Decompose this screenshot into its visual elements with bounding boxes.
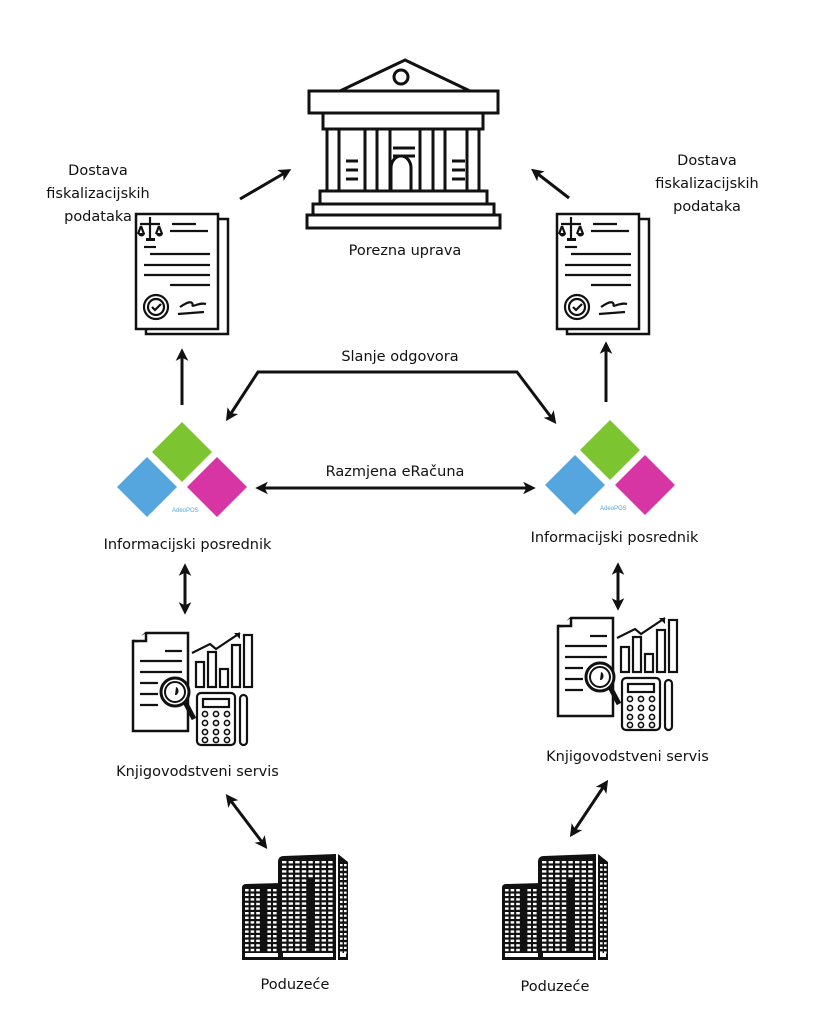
fiscal-data-label-right-line1: Dostava bbox=[677, 153, 737, 169]
legal-document-icon bbox=[134, 212, 230, 336]
arrow-right-doc-to-tax bbox=[531, 168, 570, 200]
tax-authority-label: Porezna uprava bbox=[348, 243, 462, 259]
government-building-icon bbox=[305, 58, 502, 230]
intermediary-right-label: Informacijski posrednik bbox=[530, 530, 699, 546]
diamond-blue bbox=[117, 457, 177, 517]
accounting-icon bbox=[556, 616, 679, 732]
adeopos-logo-icon: AdeoPOS bbox=[117, 422, 247, 517]
diamond-magenta bbox=[187, 457, 247, 517]
company-left-label: Poduzeće bbox=[260, 977, 330, 993]
intermediary-left-label: Informacijski posrednik bbox=[103, 537, 272, 553]
office-buildings-icon bbox=[502, 854, 608, 960]
accounting-icon bbox=[131, 631, 254, 747]
fiscal-data-label-left-line3: podataka bbox=[64, 209, 132, 225]
arrow-response-left bbox=[225, 371, 260, 422]
adeopos-logo-icon: AdeoPOS bbox=[545, 420, 675, 515]
diamond-green bbox=[152, 422, 212, 482]
arrow-left-doc-to-tax bbox=[239, 169, 292, 201]
fiscal-data-label-right-line3: podataka bbox=[673, 199, 741, 215]
office-buildings-icon bbox=[242, 854, 348, 960]
exchange-edge-label: Razmjena eRačuna bbox=[325, 464, 465, 480]
fiscal-data-label-right-line2: fiskalizacijskih bbox=[655, 176, 759, 192]
adeopos-logo-text: AdeoPOS bbox=[600, 506, 627, 512]
fiscal-data-label-left-line2: fiskalizacijskih bbox=[46, 186, 150, 202]
diamond-magenta bbox=[615, 455, 675, 515]
company-right-label: Poduzeće bbox=[520, 979, 590, 995]
fiscal-data-label-right: Dostava fiskalizacijskih podataka bbox=[652, 150, 762, 219]
legal-document-icon bbox=[555, 212, 651, 336]
fiscal-data-label-left-line1: Dostava bbox=[68, 163, 128, 179]
diamond-green bbox=[580, 420, 640, 480]
arrow-right-accounting-company bbox=[569, 779, 609, 838]
adeopos-logo-text: AdeoPOS bbox=[172, 508, 199, 514]
accounting-right-label: Knjigovodstveni servis bbox=[546, 749, 709, 765]
response-edge-label: Slanje odgovora bbox=[341, 349, 459, 365]
arrow-response-right bbox=[515, 371, 557, 425]
fiscal-data-label-left: Dostava fiskalizacijskih podataka bbox=[38, 160, 158, 229]
arrow-left-accounting-company bbox=[225, 793, 268, 850]
accounting-left-label: Knjigovodstveni servis bbox=[116, 764, 279, 780]
diamond-blue bbox=[545, 455, 605, 515]
